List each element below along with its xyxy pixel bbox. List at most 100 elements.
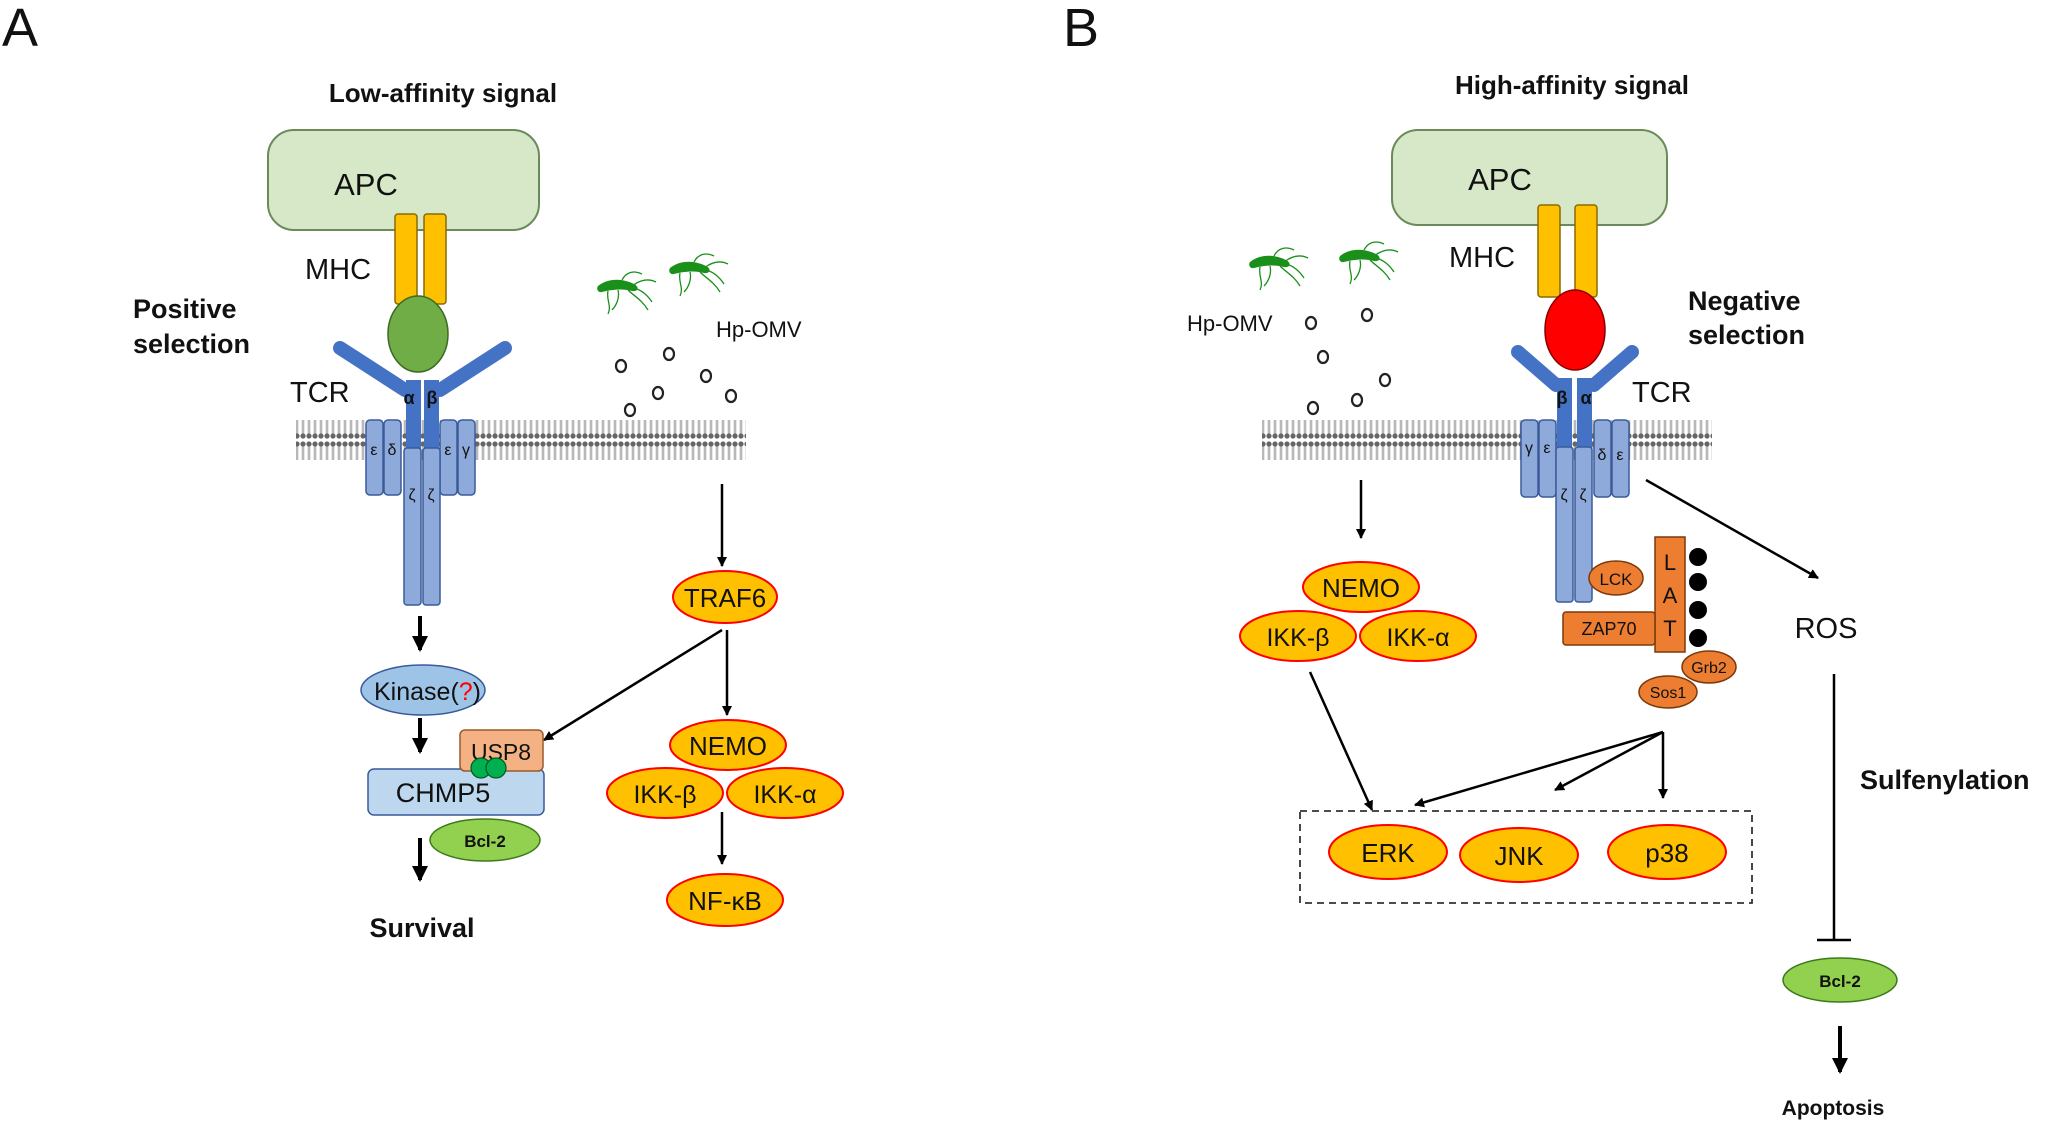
cd3-epsilon — [1611, 419, 1630, 498]
ikk-alpha-node — [1359, 610, 1477, 662]
cd3-epsilon — [365, 419, 384, 496]
zeta-label: ζ — [1560, 487, 1567, 504]
apc-cell — [1391, 129, 1668, 226]
zap70-node — [1562, 611, 1656, 646]
lck-node — [1588, 560, 1644, 596]
ikk-beta-label: IKK-β — [633, 781, 696, 809]
panel-b: B High-affinity signal APC MHC Negative … — [1063, 0, 2030, 1120]
hp-omv-label: Hp-OMV — [716, 317, 802, 342]
phospho-sites — [1689, 548, 1707, 647]
p38-label: p38 — [1645, 838, 1688, 868]
helicobacter-icon — [1338, 241, 1399, 285]
ubiquitin-icon — [485, 757, 507, 779]
helicobacter-icon — [668, 253, 729, 297]
tcr-beta-arm — [1511, 345, 1563, 392]
lat-letter: T — [1663, 616, 1676, 641]
cd3-zeta — [422, 447, 441, 606]
epsilon-label: ε — [1616, 447, 1623, 464]
chmp5-label: CHMP5 — [396, 778, 491, 808]
jnk-label: JNK — [1494, 841, 1544, 871]
lat-letter: L — [1664, 550, 1676, 575]
bcl2-label: Bcl-2 — [1819, 972, 1861, 991]
selection-label-line1: Negative — [1688, 286, 1801, 316]
zeta-label: ζ — [408, 487, 415, 504]
tcr-alpha-stem — [1577, 378, 1592, 448]
grb2-label: Grb2 — [1691, 660, 1727, 677]
chmp5-node — [367, 768, 545, 816]
panel-a-title: Low-affinity signal — [329, 78, 557, 108]
helicobacter-icon — [596, 271, 657, 315]
epsilon-label: ε — [370, 442, 377, 459]
mhc-label: MHC — [1449, 242, 1515, 274]
bcl2-node — [429, 818, 541, 862]
panel-a-letter: A — [2, 0, 38, 58]
apc-label: APC — [1468, 162, 1532, 197]
grb2-node — [1681, 650, 1737, 684]
apoptosis-label: Apoptosis — [1782, 1097, 1885, 1120]
lat-letter: A — [1663, 583, 1678, 608]
ikk-beta-node — [606, 767, 724, 819]
bcl2-label: Bcl-2 — [464, 832, 506, 851]
sulfenylation-label: Sulfenylation — [1860, 765, 2030, 795]
epsilon-label: ε — [444, 442, 451, 459]
cd3-gamma — [457, 419, 476, 496]
ikk-beta-label: IKK-β — [1266, 624, 1329, 652]
survival-label: Survival — [369, 913, 474, 943]
selection-label-line2: selection — [133, 329, 250, 359]
cd3-delta — [383, 419, 402, 496]
gamma-label: γ — [1525, 440, 1533, 457]
selection-label-line1: Positive — [133, 294, 237, 324]
tcr-beta-label: β — [427, 388, 438, 408]
cd3-delta — [1593, 419, 1612, 498]
peptide-low-affinity — [387, 295, 449, 373]
nemo-node — [1302, 561, 1420, 613]
zeta-label: ζ — [427, 487, 434, 504]
lck-label: LCK — [1599, 570, 1633, 589]
tcr-alpha-label: α — [403, 388, 414, 408]
mhc-chain — [1537, 204, 1561, 298]
tcr-label: TCR — [1632, 377, 1692, 409]
traf6-node — [672, 570, 778, 624]
selection-label-line2: selection — [1688, 320, 1805, 350]
nemo-node — [669, 719, 787, 771]
epsilon-label: ε — [1543, 440, 1550, 457]
bcl2-node — [1782, 957, 1898, 1003]
cd3-gamma — [1520, 419, 1539, 498]
ikk-alpha-label: IKK-α — [753, 781, 816, 809]
delta-label: δ — [1598, 447, 1607, 464]
erk-label: ERK — [1361, 838, 1415, 868]
tcr-label: TCR — [290, 377, 350, 409]
arrow — [1414, 730, 1664, 808]
erk-node — [1328, 824, 1448, 880]
nfkb-node — [666, 873, 784, 927]
cd3-zeta — [1574, 446, 1593, 603]
zeta-label: ζ — [1579, 487, 1586, 504]
p38-node — [1607, 824, 1727, 880]
delta-label: δ — [388, 442, 397, 459]
apc-label: APC — [334, 167, 398, 202]
ros-label: ROS — [1795, 613, 1858, 645]
ikk-alpha-label: IKK-α — [1386, 624, 1449, 652]
nfkb-label: NF-κB — [688, 886, 762, 916]
mhc-chain — [1574, 204, 1598, 298]
panel-b-letter: B — [1063, 0, 1099, 58]
tcr-beta-arm — [433, 341, 512, 397]
cell-membrane — [1262, 418, 1712, 462]
helicobacter-icon — [1248, 247, 1309, 291]
lat-node — [1654, 536, 1686, 653]
kinase-node — [360, 664, 486, 716]
tcr-beta-stem — [424, 380, 439, 450]
mhc-label: MHC — [305, 254, 371, 286]
arrow — [1645, 478, 1819, 580]
tcr-alpha-arm — [333, 341, 412, 397]
mapk-group-box — [1299, 810, 1753, 904]
omv-vesicles — [614, 346, 738, 418]
panel-b-title: High-affinity signal — [1455, 70, 1689, 100]
panel-a: A Low-affinity signal APC MHC Positive s… — [2, 0, 844, 943]
mhc-chain — [423, 213, 447, 305]
peptide-high-affinity — [1544, 289, 1606, 371]
nemo-label: NEMO — [689, 731, 767, 761]
zap70-label: ZAP70 — [1581, 619, 1636, 639]
mhc-chain — [394, 213, 418, 305]
